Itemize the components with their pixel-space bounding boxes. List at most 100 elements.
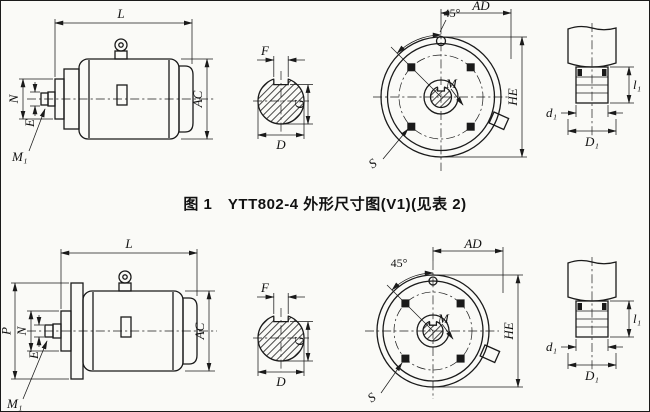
- nameplate-slot: [116, 84, 128, 106]
- shaft-end: [40, 92, 49, 106]
- dimension-G: G: [283, 83, 313, 125]
- dim-label-F: F: [260, 43, 270, 58]
- shaft-extension-view-top: l₁ d₁ D₁: [546, 23, 641, 149]
- dimension-L: L: [54, 6, 193, 77]
- dimension-E: E: [26, 315, 44, 360]
- dim-label-D1: D₁: [584, 134, 599, 149]
- flange-face: [373, 25, 510, 171]
- dimension-M1: M₁: [6, 340, 48, 411]
- keyway-front: [436, 87, 446, 92]
- dim-label-M: M: [437, 311, 450, 326]
- eyebolt-ring: [118, 270, 132, 284]
- dimension-l1: l₁: [610, 66, 641, 104]
- front-view-top: 45° AD M HE S: [365, 0, 527, 171]
- dimension-l1: l₁: [610, 300, 641, 338]
- dim-label-N: N: [14, 325, 29, 336]
- dimension-d1: d₁: [546, 339, 623, 354]
- shaft-section-view-bottom: F G D: [253, 280, 313, 389]
- shaft-section-view-top: F G D: [253, 43, 313, 152]
- dimension-AC: AC: [181, 58, 213, 140]
- dim-label-D1: D₁: [584, 368, 599, 383]
- dimension-D1: D₁: [567, 353, 617, 383]
- dimension-M: M: [445, 76, 464, 106]
- dimension-AD: AD: [432, 236, 504, 293]
- bolt-pad: [456, 299, 465, 308]
- dim-label-AD: AD: [471, 0, 490, 13]
- dim-label-D: D: [275, 374, 286, 389]
- end-bell: [182, 297, 198, 365]
- shaft-section: [253, 71, 309, 135]
- dimension-HE: HE: [445, 36, 527, 158]
- shaft-extension-view-bottom: l₁ d₁ D₁: [546, 257, 641, 383]
- bolt-pad: [466, 63, 475, 72]
- dim-label-l1: l₁: [633, 311, 641, 326]
- shaft-end: [44, 324, 54, 338]
- dimension-angle: 45°: [386, 256, 434, 332]
- dim-label-angle: 45°: [391, 256, 408, 270]
- dimension-F: F: [257, 43, 305, 77]
- dim-label-d1: d₁: [546, 105, 557, 120]
- terminal-box-tab: [479, 344, 501, 364]
- dimension-AC: AC: [185, 290, 215, 372]
- shaft-section: [253, 308, 309, 372]
- dim-label-L: L: [116, 6, 124, 21]
- terminal-box-tab: [488, 111, 510, 131]
- dimension-E: E: [22, 82, 40, 128]
- shaft-extension: [567, 257, 617, 373]
- dim-label-HE: HE: [505, 88, 520, 106]
- dim-label-E: E: [22, 119, 37, 128]
- dim-label-M1: M₁: [6, 396, 22, 411]
- dimension-F: F: [257, 280, 305, 314]
- dimension-D: D: [257, 340, 305, 389]
- motor-outline: [27, 270, 217, 380]
- motor-outline: [27, 38, 215, 140]
- dim-label-F: F: [260, 280, 270, 295]
- bolt-circle: [398, 54, 484, 140]
- dimension-D1: D₁: [567, 119, 617, 149]
- dimension-L: L: [60, 236, 198, 309]
- dimension-S: S: [365, 128, 409, 171]
- dimension-S: S: [364, 362, 403, 405]
- dim-label-HE: HE: [501, 322, 516, 340]
- shaft-extension: [567, 23, 617, 139]
- keyway-front: [428, 321, 438, 326]
- dim-label-AC: AC: [190, 90, 205, 108]
- eyebolt-base: [118, 282, 132, 292]
- bolt-pad: [466, 122, 475, 131]
- motor-side-view-top: L AC N E M₁: [6, 6, 215, 164]
- dimension-M: M: [437, 311, 454, 340]
- bolt-pad: [407, 122, 416, 131]
- nameplate-slot: [120, 316, 132, 338]
- dim-label-N: N: [6, 93, 21, 104]
- dim-label-G: G: [292, 99, 307, 109]
- dim-label-S: S: [365, 155, 379, 171]
- bolt-pad: [401, 354, 410, 363]
- bolt-pad: [456, 354, 465, 363]
- dimension-D: D: [257, 103, 305, 152]
- dim-label-AD: AD: [463, 236, 482, 251]
- dim-label-l1: l₁: [633, 77, 641, 92]
- eyebolt-ring: [114, 38, 128, 52]
- dimension-d1: d₁: [546, 105, 623, 120]
- dim-label-M1: M₁: [11, 149, 27, 164]
- eyebolt-base: [114, 50, 128, 60]
- dimension-G: G: [283, 320, 313, 362]
- dim-label-d1: d₁: [546, 339, 557, 354]
- dim-label-M: M: [445, 76, 458, 91]
- figure-caption: 图 1 YTT802-4 外形尺寸图(V1)(见表 2): [183, 196, 467, 213]
- dim-label-S: S: [364, 389, 378, 405]
- dimension-N: N: [6, 78, 53, 120]
- dim-label-G: G: [292, 336, 307, 346]
- dimension-P: P: [0, 282, 69, 380]
- motor-side-view-bottom: L AC P N E M₁: [0, 236, 217, 411]
- dimension-AD: AD: [440, 0, 512, 59]
- dim-label-P: P: [0, 327, 14, 336]
- dimension-M1: M₁: [11, 108, 46, 164]
- dim-label-AC: AC: [192, 322, 207, 340]
- dimension-HE: HE: [437, 274, 523, 388]
- end-bell: [178, 65, 194, 133]
- dim-label-D: D: [275, 137, 286, 152]
- dim-label-L: L: [124, 236, 132, 251]
- bolt-circle: [393, 291, 473, 371]
